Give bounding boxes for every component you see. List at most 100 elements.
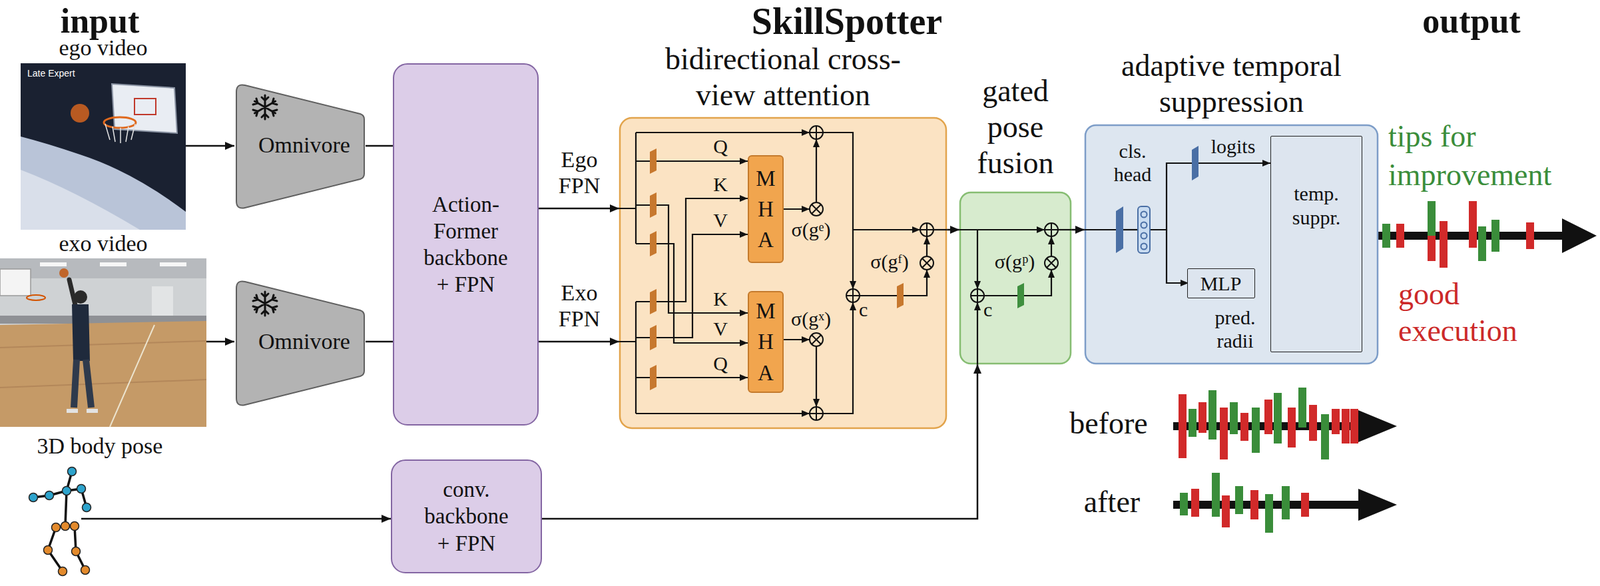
- circle-part: [809, 125, 823, 140]
- circle-part: [59, 268, 69, 278]
- rect-part: [1240, 412, 1249, 441]
- frame-watermark: Late Expert: [27, 67, 128, 80]
- label-slot: after: [1062, 484, 1162, 521]
- box-text: Action- Former backbone + FPN: [419, 191, 513, 299]
- edge-label-slot: Exo FPN: [542, 279, 616, 332]
- rect-part: [1298, 387, 1307, 428]
- path-part: [1044, 223, 1059, 237]
- path-part: [984, 294, 1018, 297]
- media-heading: exo video: [0, 230, 207, 258]
- qkv-label: K: [705, 173, 736, 197]
- connector-line: [173, 518, 391, 521]
- path-part: [859, 294, 897, 297]
- rect-part: [1309, 404, 1318, 441]
- timeline-label: after: [1062, 484, 1162, 521]
- circle-part: [846, 288, 860, 303]
- text-slot: gated pose fusion: [959, 73, 1072, 181]
- media-heading: 3D body pose: [26, 432, 174, 460]
- encoder-trapezoid: Omnivore: [234, 280, 366, 407]
- path-part: [1149, 163, 1192, 230]
- circle-part: [920, 223, 934, 237]
- path-part: [0, 340, 207, 388]
- output-class-text: tips for improvement: [1388, 117, 1589, 194]
- path-part: [71, 304, 90, 361]
- rect-part: [1137, 206, 1150, 254]
- node-text: Omnivore: [254, 131, 355, 159]
- suppression-box: temp. suppr.: [1270, 135, 1363, 353]
- path-part: [635, 412, 810, 415]
- concat-label: c: [858, 298, 875, 322]
- circle-part: [1141, 243, 1148, 250]
- path-part: [656, 234, 748, 338]
- path-part: [109, 324, 155, 427]
- rect-part: [151, 286, 174, 320]
- box-text: temp. suppr.: [1279, 181, 1353, 230]
- connector-line: [206, 340, 235, 343]
- circle-part: [1044, 256, 1059, 270]
- qkv-label: V: [705, 209, 736, 233]
- rect-part: [1085, 125, 1378, 364]
- rect-part: [1179, 492, 1188, 516]
- circle-part: [81, 565, 90, 575]
- backbone-box: Action- Former backbone + FPN: [392, 63, 539, 426]
- node-text: Omnivore: [254, 328, 355, 355]
- encoder-trapezoid: Omnivore: [234, 83, 366, 210]
- label-slot: pred. radii: [1206, 306, 1264, 353]
- label-slot: K: [705, 173, 736, 197]
- label-slot: σ(gˣ): [785, 307, 837, 331]
- circle-part: [67, 467, 77, 477]
- gate-label: σ(gᶠ): [864, 250, 915, 274]
- rect-part: [134, 98, 156, 115]
- rect-part: [39, 262, 67, 267]
- exo-frame-picture: [0, 230, 207, 427]
- box-text: MLP: [1191, 272, 1252, 295]
- fusion-panel: gated pose fusion: [959, 73, 1072, 365]
- connector-line: [538, 340, 620, 343]
- rect-part: [1287, 407, 1296, 448]
- label-slot: before: [1058, 406, 1159, 442]
- rect-part: [1211, 472, 1220, 517]
- path-part: [922, 258, 932, 268]
- rect-part: [1478, 226, 1487, 262]
- path-part: [976, 302, 979, 365]
- rect-part: [1350, 408, 1359, 444]
- text-slot: Omnivore: [254, 328, 355, 355]
- box-text: M H A: [753, 163, 778, 256]
- rect-part: [1526, 222, 1535, 250]
- circle-part: [1141, 233, 1148, 240]
- column-heading: input: [33, 1, 167, 42]
- circle-part: [71, 547, 81, 556]
- connector-line: [946, 229, 960, 232]
- g-part: [1084, 163, 1271, 283]
- polygon-part: [649, 148, 657, 174]
- panel-heading: adaptive temporal suppression: [1084, 47, 1379, 120]
- rect-part: [0, 258, 207, 427]
- path-part: [20, 136, 186, 230]
- path-part: [846, 288, 860, 303]
- circle-part: [1141, 222, 1148, 229]
- label-slot: output: [1411, 1, 1532, 42]
- polygon-part: [1115, 206, 1124, 254]
- layer-label: cls. head: [1105, 139, 1160, 186]
- text-slot: Late Expert: [27, 67, 128, 80]
- connector-line: [185, 145, 235, 148]
- path-part: [926, 236, 928, 257]
- label-slot: σ(gᶠ): [864, 250, 915, 274]
- g-part: [619, 132, 947, 414]
- circle-part: [809, 406, 823, 421]
- path-part: [33, 471, 87, 572]
- text-slot: Omnivore: [254, 131, 355, 159]
- rect-part: [1439, 221, 1448, 268]
- polygon-part: [1191, 145, 1199, 181]
- label-slot: σ(gᵖ): [989, 250, 1041, 274]
- path-part: [1123, 229, 1138, 231]
- body-pose-figure: 3D body pose: [26, 432, 174, 580]
- rect-part: [1396, 223, 1405, 248]
- g-part: [959, 229, 1072, 365]
- text-slot: 3D body pose: [26, 432, 174, 460]
- path-part: [253, 291, 277, 316]
- rect-part: [1273, 392, 1282, 444]
- circle-part: [70, 522, 80, 531]
- path-part: [656, 376, 748, 379]
- box-text: M H A: [753, 295, 778, 389]
